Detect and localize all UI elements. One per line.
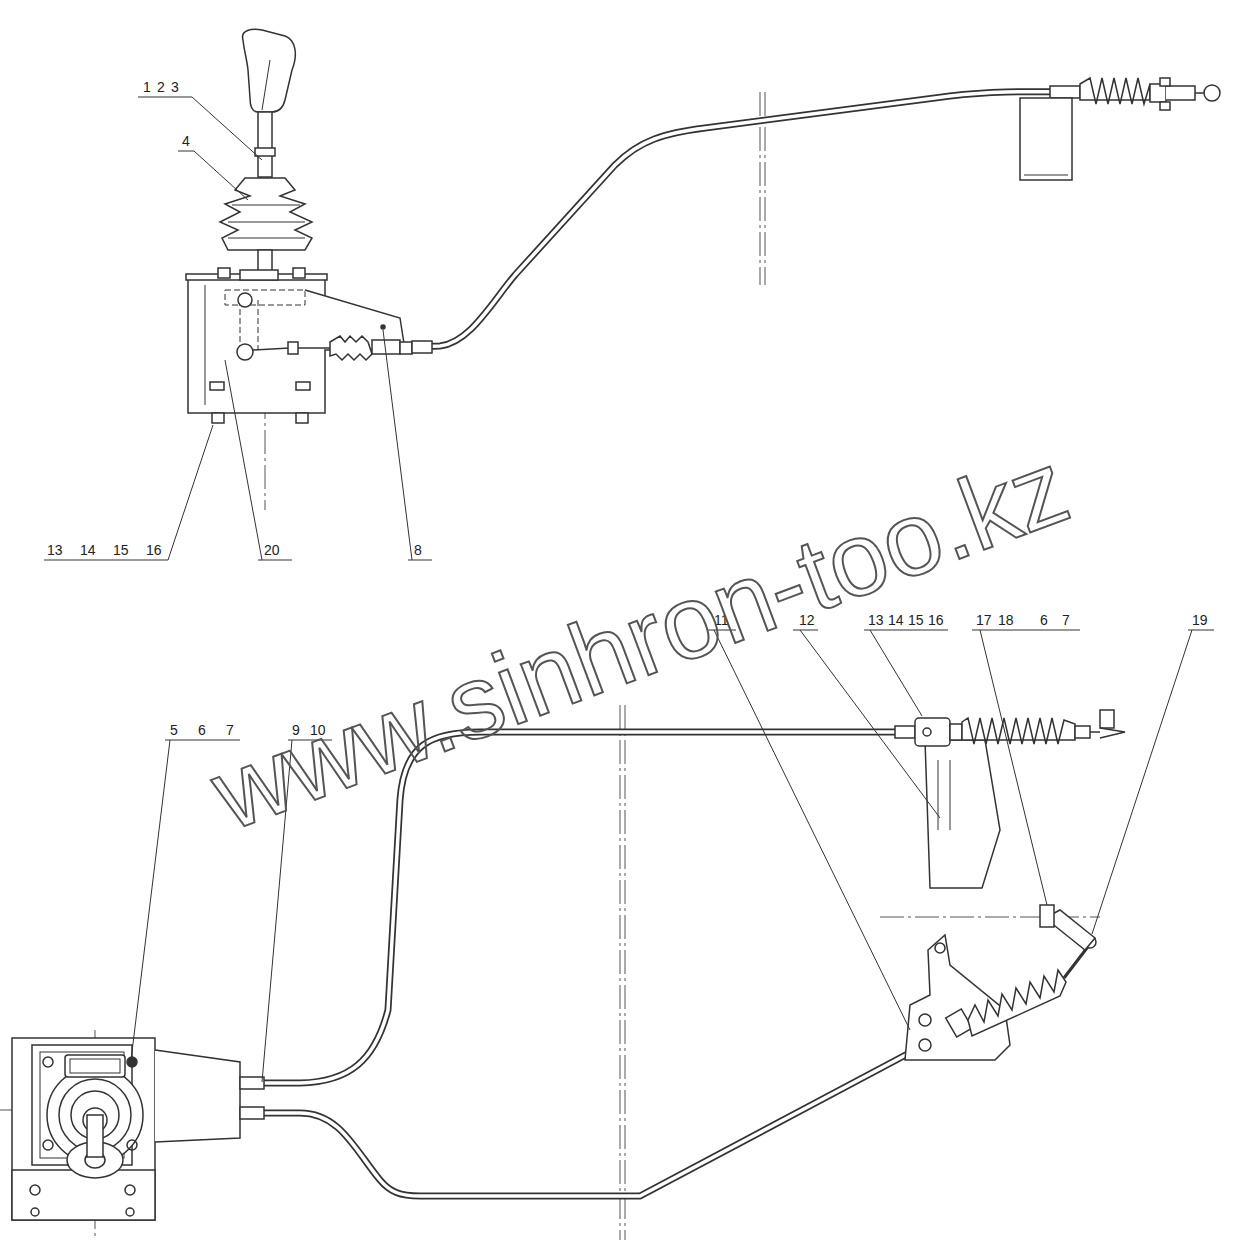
callout-number: 20 <box>264 542 280 558</box>
callout-number: 6 <box>198 722 206 738</box>
callout-number: 14 <box>80 542 96 558</box>
callout-number: 19 <box>1192 612 1208 628</box>
callout-number: 5 <box>170 722 178 738</box>
callout-number: 6 <box>1040 612 1048 628</box>
callout-number: 13 <box>868 612 884 628</box>
callout-number: 7 <box>1062 612 1070 628</box>
callout-number: 13 <box>47 542 63 558</box>
callout-number: 15 <box>908 612 924 628</box>
callout-number: 16 <box>928 612 944 628</box>
callout-number: 14 <box>888 612 904 628</box>
callout-number: 4 <box>182 133 190 149</box>
callout-number: 17 <box>976 612 992 628</box>
callout-number: 3 <box>171 79 179 95</box>
callout-number: 8 <box>414 542 422 558</box>
callout-number: 16 <box>146 542 162 558</box>
callout-number: 2 <box>157 79 165 95</box>
callout-number: 18 <box>998 612 1014 628</box>
callout-number: 15 <box>113 542 129 558</box>
callout-number: 1 <box>143 79 151 95</box>
